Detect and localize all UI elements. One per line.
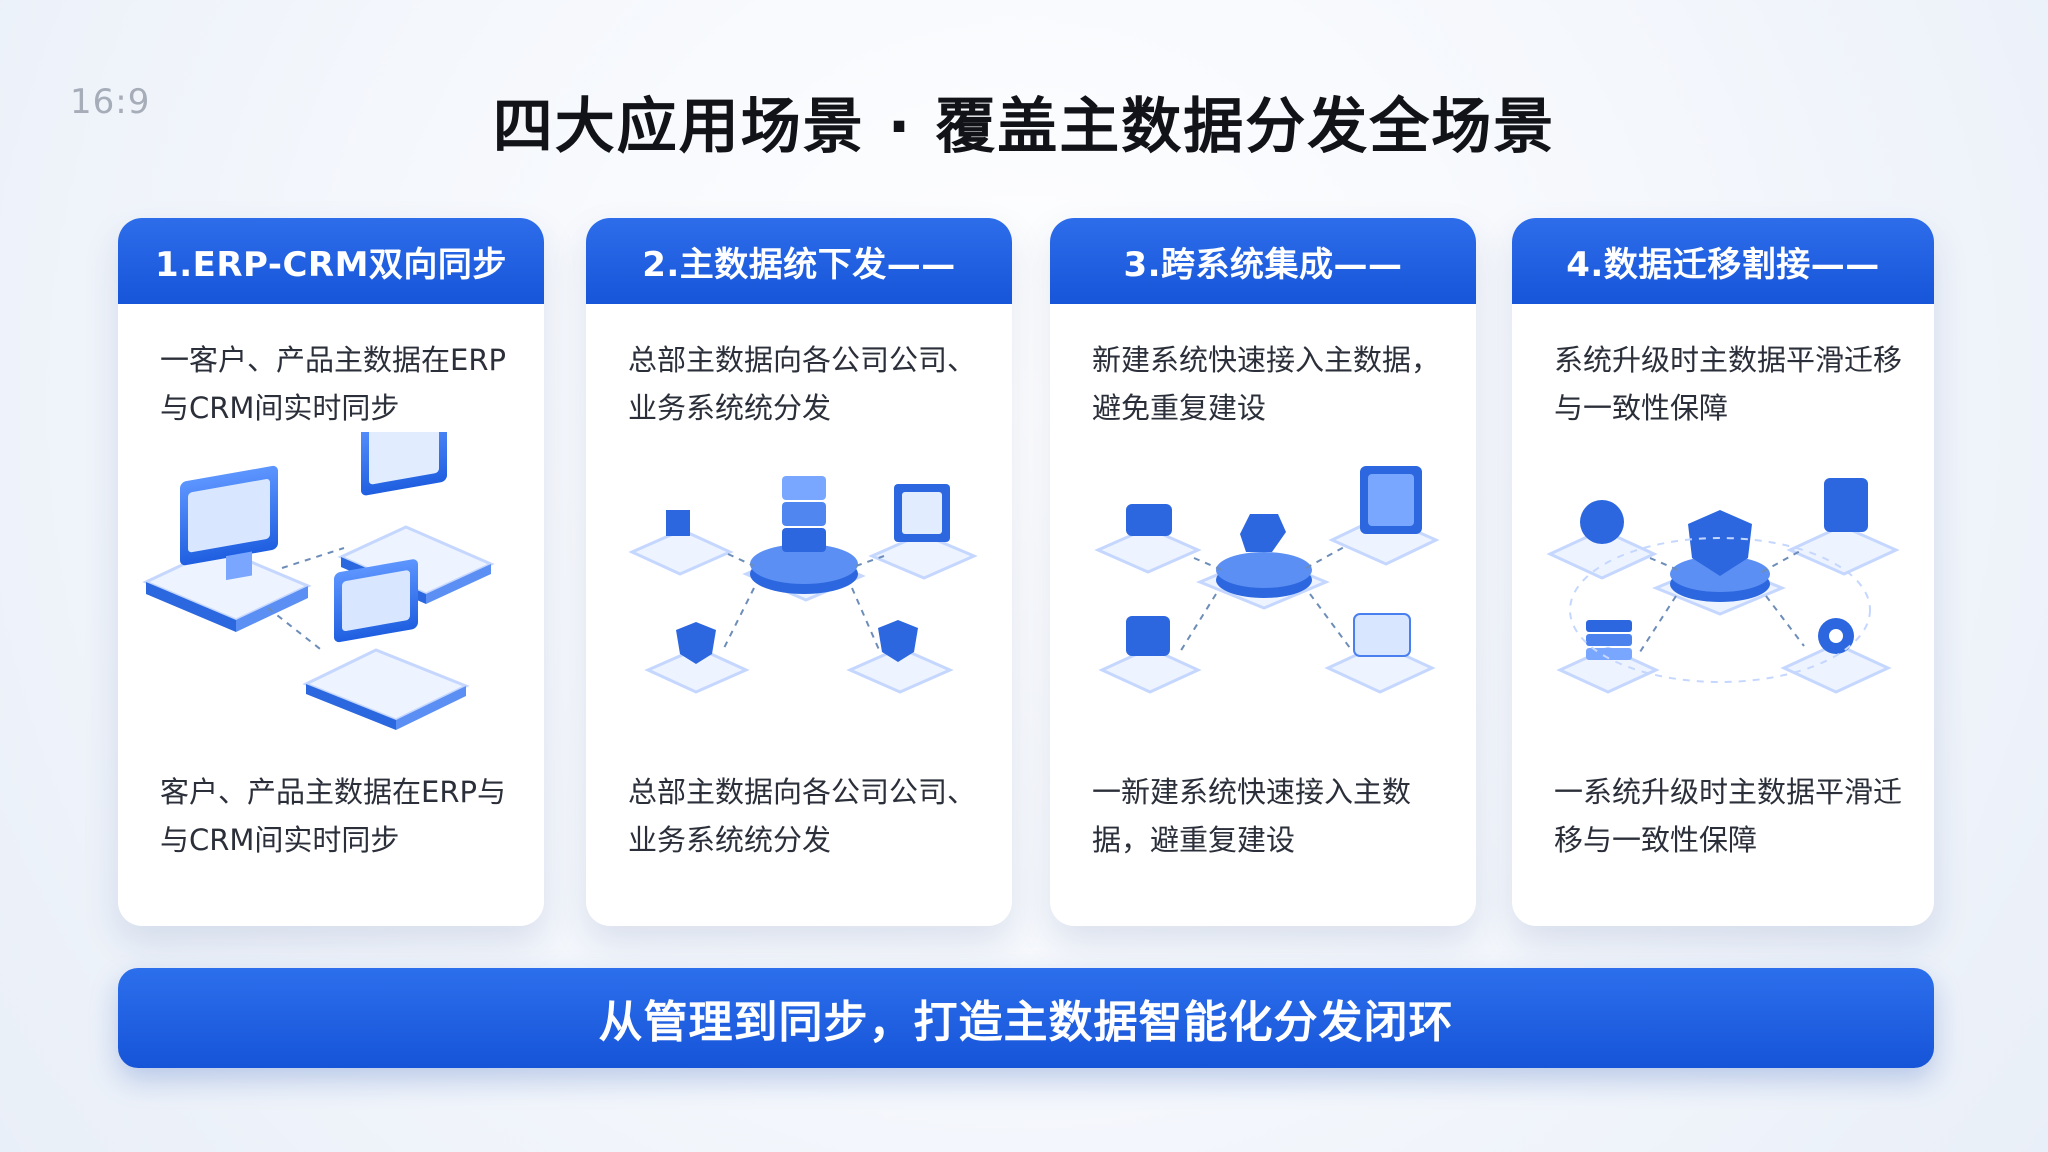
aspect-ratio-label: 16:9 (70, 82, 151, 122)
computer-sync-icon (136, 406, 526, 732)
migration-security-icon (1530, 432, 1920, 732)
scenario-card-cross-system-integration: 3.跨系统集成—— 新建系统快速接入主数据，避免重复建设 (1050, 218, 1476, 926)
card-header: 1.ERP-CRM双向同步 (118, 218, 544, 304)
card-header: 2.主数据统下发—— (586, 218, 1012, 304)
scenario-card-data-migration: 4.数据迁移割接—— 系统升级时主数据平滑迁移与一致性保障 (1512, 218, 1934, 926)
card-bottom-description: 一新建系统快速接入主数据，避重复建设 (1092, 775, 1412, 857)
footer-banner: 从管理到同步，打造主数据智能化分发闭环 (118, 968, 1934, 1068)
scenario-card-master-data-distribution: 2.主数据统下发—— 总部主数据向各公司公司、业务系统统分发 (586, 218, 1012, 926)
card-top-description: 总部主数据向各公司公司、业务系统统分发 (628, 343, 977, 425)
card-bottom-description: 一系统升级时主数据平滑迁移与一致性保障 (1554, 775, 1903, 857)
scenario-card-erp-crm: 1.ERP-CRM双向同步 一客户、产品主数据在ERP与CRM间实时同步 (118, 218, 544, 926)
card-top-description: 一客户、产品主数据在ERP与CRM间实时同步 (160, 343, 506, 425)
integration-network-icon (1068, 432, 1458, 732)
card-header: 3.跨系统集成—— (1050, 218, 1476, 304)
card-bottom-description: 总部主数据向各公司公司、业务系统统分发 (628, 775, 977, 857)
page-title: 四大应用场景 · 覆盖主数据分发全场景 (492, 92, 1556, 162)
card-top-description: 系统升级时主数据平滑迁移与一致性保障 (1554, 343, 1903, 425)
card-bottom-description: 客户、产品主数据在ERP与与CRM间实时同步 (160, 775, 506, 857)
card-top-description: 新建系统快速接入主数据，避免重复建设 (1092, 343, 1441, 425)
card-header: 4.数据迁移割接—— (1512, 218, 1934, 304)
distribution-hub-icon (604, 432, 994, 732)
scenario-cards: 1.ERP-CRM双向同步 一客户、产品主数据在ERP与CRM间实时同步 (118, 218, 1934, 928)
